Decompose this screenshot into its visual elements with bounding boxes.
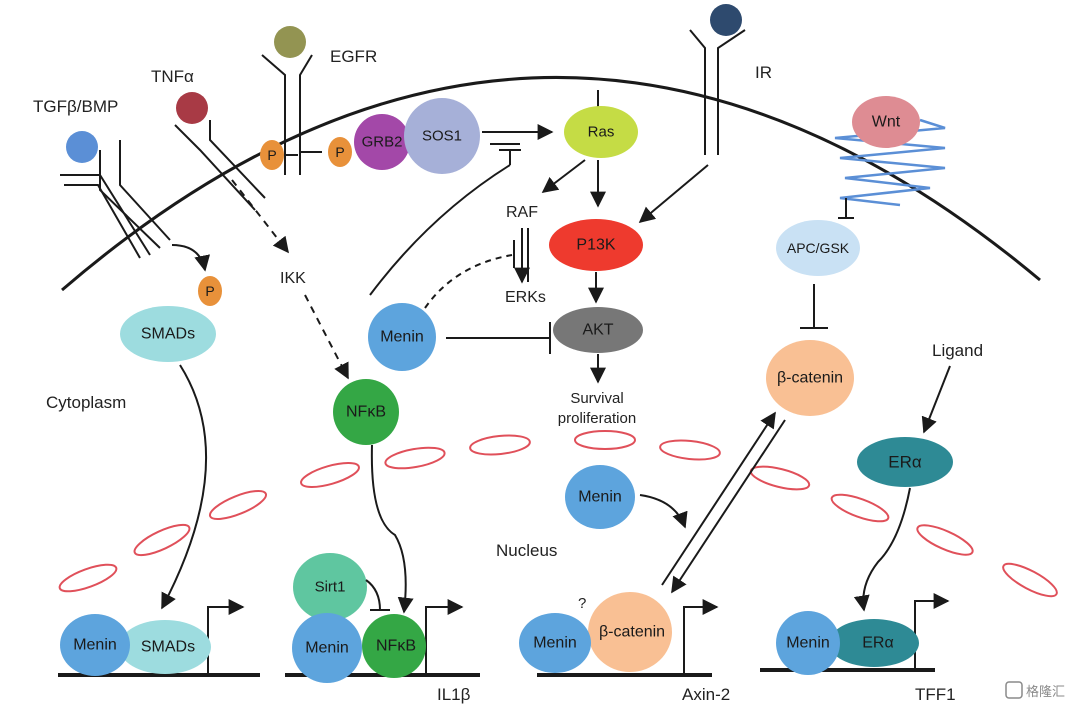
ikk-label: IKK bbox=[280, 270, 306, 287]
bcatenin-cytoplasm-label: β-catenin bbox=[777, 370, 843, 387]
promoter-era-menin: Menin bbox=[786, 635, 830, 652]
p-label-left: P bbox=[267, 147, 276, 163]
pi3k-node bbox=[549, 219, 643, 271]
tnfa-ligand bbox=[176, 92, 208, 124]
akt-label: AKT bbox=[582, 322, 613, 339]
promoter-smads-menin: Menin bbox=[73, 637, 117, 654]
tgfb-ligand bbox=[66, 131, 98, 163]
ir-ligand bbox=[710, 4, 742, 36]
grb2-label: GRB2 bbox=[362, 134, 403, 151]
ligand-label: Ligand bbox=[932, 341, 983, 360]
promoter-era: ERα Menin TFF1 bbox=[760, 593, 956, 704]
promoter-nfkb-menin: Menin bbox=[305, 640, 349, 657]
sos1-label: SOS1 bbox=[422, 128, 462, 145]
promoter-bcatenin: β-catenin Menin ? Axin-2 bbox=[519, 592, 730, 704]
egfr-receptor bbox=[261, 54, 313, 175]
promoter-nfkb-partner: NFκB bbox=[376, 638, 416, 655]
menin-cytoplasm-node bbox=[368, 303, 436, 371]
promoter-bcatenin-partner: β-catenin bbox=[599, 624, 665, 641]
egfr-phospho-left bbox=[260, 140, 284, 170]
promoter-era-partner: ERα bbox=[862, 635, 893, 652]
gene-il1b-label: IL1β bbox=[437, 685, 471, 704]
nuclear-envelope bbox=[58, 430, 1058, 598]
tgfb-label: TGFβ/BMP bbox=[33, 97, 118, 116]
gene-axin2-label: Axin-2 bbox=[682, 685, 730, 704]
menin-cytoplasm-label: Menin bbox=[380, 329, 424, 346]
p-label-right: P bbox=[335, 144, 344, 160]
smads-cytoplasm-node bbox=[120, 306, 216, 362]
pi3k-label: P13K bbox=[576, 237, 615, 254]
ras-label: Ras bbox=[588, 124, 615, 141]
era-cytoplasm-label: ERα bbox=[888, 453, 922, 472]
era-cytoplasm-node bbox=[857, 437, 953, 487]
question-mark: ? bbox=[578, 595, 586, 612]
smads-cytoplasm-label: SMADs bbox=[141, 326, 195, 343]
cell-membrane bbox=[61, 76, 1041, 292]
tnfa-receptor bbox=[174, 120, 266, 211]
sirt1-label: Sirt1 bbox=[315, 579, 346, 596]
apc-gsk-node bbox=[776, 220, 860, 276]
ir-receptor bbox=[689, 29, 746, 155]
egfr-phospho-right bbox=[328, 137, 352, 167]
raf-label: RAF bbox=[506, 204, 538, 221]
gene-tff1-label: TFF1 bbox=[915, 685, 956, 704]
grb2-node bbox=[354, 114, 410, 170]
promoter-smads-partner: SMADs bbox=[141, 639, 195, 656]
promoter-nfkb: Sirt1 NFκB Menin IL1β bbox=[285, 553, 480, 704]
wnt-label: Wnt bbox=[872, 114, 901, 131]
cytoplasm-label: Cytoplasm bbox=[46, 393, 126, 412]
menin-nucleus-label: Menin bbox=[578, 489, 622, 506]
watermark: 格隆汇 bbox=[1005, 681, 1065, 700]
proliferation-text: proliferation bbox=[558, 410, 636, 427]
ir-label: IR bbox=[755, 63, 772, 82]
promoter-smads: SMADs Menin bbox=[58, 599, 260, 677]
menin-nucleus-node bbox=[565, 465, 635, 529]
smads-phospho bbox=[198, 276, 222, 306]
survival-text: Survival bbox=[570, 390, 623, 407]
promoter-bcatenin-menin: Menin bbox=[533, 635, 577, 652]
svg-text:格隆汇: 格隆汇 bbox=[1026, 684, 1065, 700]
nucleus-label: Nucleus bbox=[496, 541, 557, 560]
nfkb-cytoplasm-node bbox=[333, 379, 399, 445]
bcatenin-cytoplasm-node bbox=[766, 340, 854, 416]
tgfb-receptor bbox=[60, 140, 171, 259]
egfr-label: EGFR bbox=[330, 47, 377, 66]
tnfa-label: TNFα bbox=[151, 67, 194, 86]
sos1-node bbox=[404, 98, 480, 174]
akt-node bbox=[553, 307, 643, 353]
egfr-ligand bbox=[274, 26, 306, 58]
erks-label: ERKs bbox=[505, 289, 546, 306]
ras-node bbox=[564, 106, 638, 158]
apc-gsk-label: APC/GSK bbox=[787, 240, 850, 256]
smads-p-label: P bbox=[205, 283, 214, 299]
wnt-node bbox=[852, 96, 920, 148]
nfkb-cytoplasm-label: NFκB bbox=[346, 404, 386, 421]
